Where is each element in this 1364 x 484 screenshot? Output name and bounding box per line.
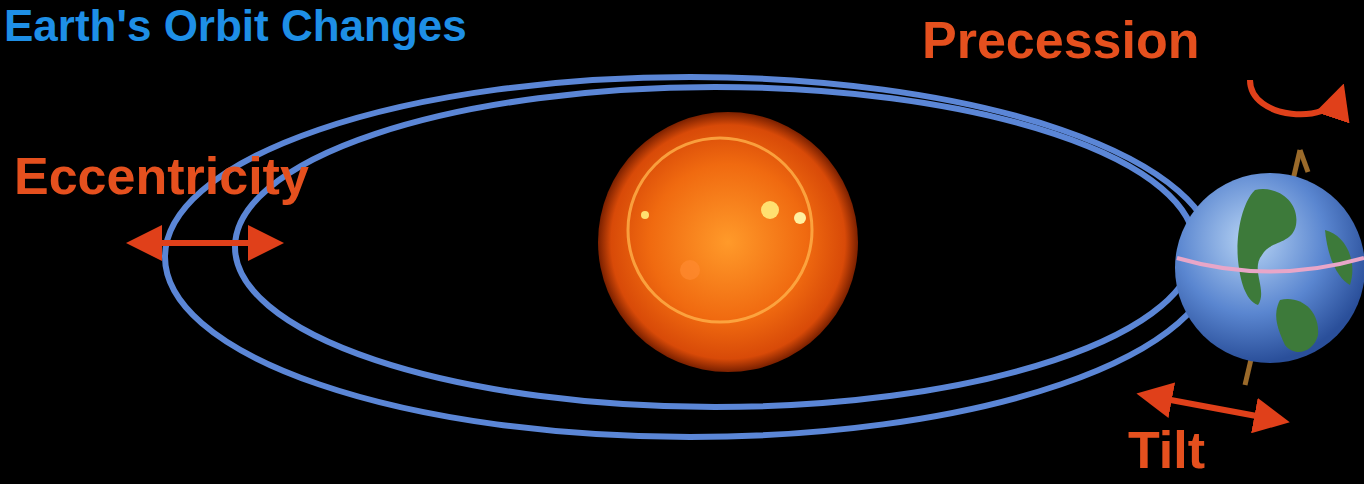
earth [1175,173,1364,363]
eccentricity-arrow [150,240,272,246]
tilt-arrow [1160,398,1278,420]
inner-orbit [235,87,1195,407]
precession-arrow [1250,80,1340,114]
diagram-title: Earth's Orbit Changes [4,4,467,48]
sun [598,112,858,372]
outer-orbit [165,77,1215,437]
tilt-label: Tilt [1128,424,1205,476]
eccentricity-label: Eccentricity [14,150,309,202]
precession-label: Precession [922,14,1200,66]
